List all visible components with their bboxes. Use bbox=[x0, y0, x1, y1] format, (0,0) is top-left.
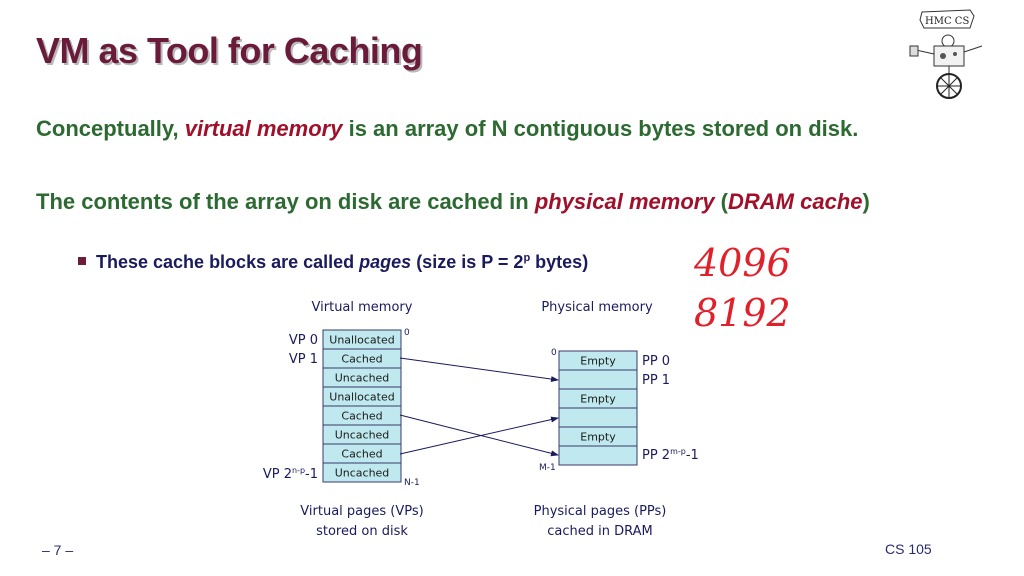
physical-page-cell-4: Empty bbox=[558, 426, 638, 447]
virtual-page-cell-0: Unallocated bbox=[322, 329, 402, 350]
vp0-label: VP 0 bbox=[289, 333, 318, 348]
vp-last-label: VP 2n-p-1 bbox=[263, 466, 318, 482]
physical-page-cell-2: Empty bbox=[558, 388, 638, 409]
svg-text:HMC CS: HMC CS bbox=[925, 16, 969, 27]
virtual-page-cell-label: Cached bbox=[341, 410, 382, 423]
virtual-page-cell-4: Cached bbox=[322, 405, 402, 426]
virtual-page-cell-3: Unallocated bbox=[322, 386, 402, 407]
virtual-memory-title: Virtual memory bbox=[312, 300, 413, 315]
caption-physical-line1: Physical pages (PPs) bbox=[534, 504, 667, 519]
virtual-page-cell-1: Cached bbox=[322, 348, 402, 369]
physical-page-cell-label: Empty bbox=[580, 355, 616, 368]
page-number: – 7 – bbox=[42, 542, 74, 558]
bullet-virtual-memory: Conceptually, virtual memory is an array… bbox=[36, 116, 859, 141]
course-label: CS 105 bbox=[885, 541, 932, 557]
physical-page-cell-label: Empty bbox=[580, 393, 616, 406]
virtual-page-cell-5: Uncached bbox=[322, 424, 402, 445]
virtual-pages-column: UnallocatedCachedUncachedUnallocatedCach… bbox=[322, 329, 402, 483]
pp-last-label: PP 2m-p-1 bbox=[642, 447, 699, 463]
sub-bullet-pages: These cache blocks are called pages (siz… bbox=[78, 252, 588, 273]
caption-virtual-line1: Virtual pages (VPs) bbox=[300, 504, 423, 519]
physical-page-cell-5 bbox=[558, 445, 638, 466]
mapping-arrow-vp4 bbox=[399, 414, 559, 457]
mapping-arrow-vp1 bbox=[399, 357, 559, 383]
virtual-page-cell-label: Cached bbox=[341, 353, 382, 366]
svg-text:4096: 4096 bbox=[693, 241, 791, 285]
virtual-page-cell-7: Uncached bbox=[322, 462, 402, 483]
svg-text:8192: 8192 bbox=[694, 291, 791, 335]
handwritten-annotation: 4096 8192 bbox=[693, 241, 791, 335]
virtual-page-cell-label: Uncached bbox=[335, 429, 390, 442]
pp1-label: PP 1 bbox=[642, 373, 670, 388]
physical-memory-title: Physical memory bbox=[541, 300, 653, 315]
physical-page-cell-label: Empty bbox=[580, 431, 616, 444]
physical-address-m-1: M-1 bbox=[539, 463, 556, 473]
pp0-label: PP 0 bbox=[642, 354, 670, 369]
virtual-page-cell-label: Uncached bbox=[335, 467, 390, 480]
bullet-square-icon bbox=[78, 257, 86, 265]
physical-address-0: 0 bbox=[551, 348, 557, 358]
physical-page-cell-0: Empty bbox=[558, 350, 638, 371]
hmc-cs-logo: HMC CS bbox=[909, 9, 983, 99]
physical-page-cell-1 bbox=[558, 369, 638, 390]
bullet-physical-memory: The contents of the array on disk are ca… bbox=[36, 189, 870, 214]
physical-page-cell-3 bbox=[558, 407, 638, 428]
virtual-page-cell-label: Unallocated bbox=[329, 334, 394, 347]
virtual-address-0: 0 bbox=[404, 328, 410, 338]
caption-physical-line2: cached in DRAM bbox=[547, 524, 653, 539]
slide-title: VM as Tool for Caching bbox=[36, 30, 423, 71]
caption-virtual-line2: stored on disk bbox=[316, 524, 408, 539]
vp1-label: VP 1 bbox=[289, 352, 318, 367]
virtual-page-cell-2: Uncached bbox=[322, 367, 402, 388]
virtual-page-cell-label: Uncached bbox=[335, 372, 390, 385]
virtual-page-cell-6: Cached bbox=[322, 443, 402, 464]
mapping-arrow-vp6 bbox=[399, 416, 559, 455]
virtual-address-n-1: N-1 bbox=[404, 478, 420, 488]
virtual-page-cell-label: Cached bbox=[341, 448, 382, 461]
virtual-page-cell-label: Unallocated bbox=[329, 391, 394, 404]
